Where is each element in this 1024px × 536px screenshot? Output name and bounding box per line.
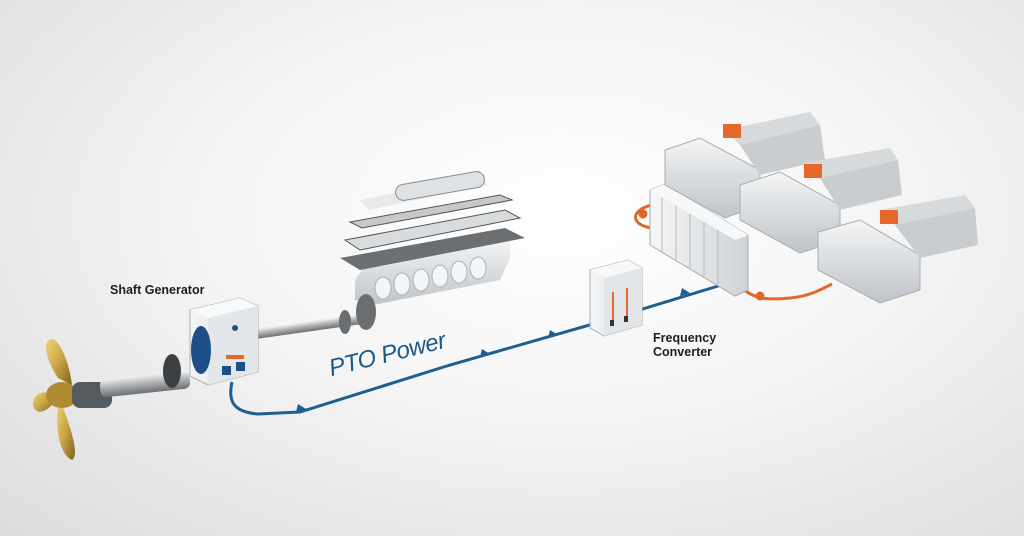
genset-icon [739, 148, 902, 254]
frequency-converter-label-line1: Frequency [653, 331, 717, 345]
shaft-generator-icon [189, 297, 259, 386]
shaft-generator-label: Shaft Generator [110, 283, 205, 297]
propeller-icon [32, 339, 112, 460]
genset-cables [634, 203, 833, 301]
frequency-converter-icon [589, 259, 643, 337]
main-engine-icon [340, 171, 525, 330]
pto-power-cable [229, 281, 729, 416]
frequency-converter-label: Frequency Converter [653, 331, 716, 359]
frequency-converter-label-line2: Converter [653, 345, 713, 359]
genset-icon [817, 195, 978, 304]
propeller-shaft [99, 310, 361, 398]
